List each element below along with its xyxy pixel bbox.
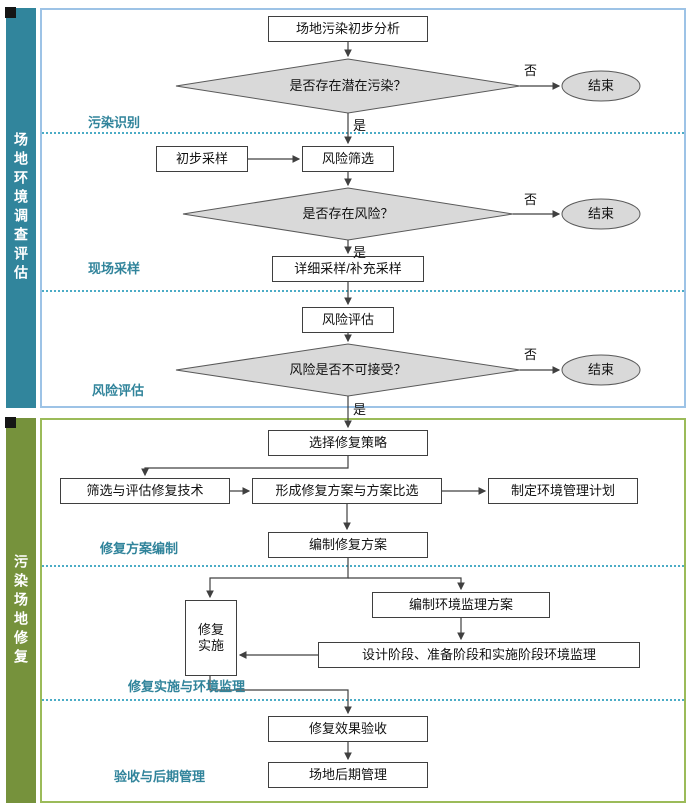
process-preliminary-sampling: 初步采样	[156, 146, 248, 172]
phase-label-site-sampling: 现场采样	[88, 261, 141, 276]
process-compile-plan: 编制修复方案	[268, 532, 428, 558]
phase-divider	[42, 132, 684, 134]
end-terminator-ellipse	[561, 354, 641, 386]
decision-label-risk-exist: 是否存在风险？	[302, 205, 394, 221]
process-risk-screening: 风险筛选	[302, 146, 394, 172]
stage-band-investigation: 场地环境调查评估	[6, 8, 36, 408]
end-terminator-ellipse	[561, 70, 641, 102]
process-stage-supervision: 设计阶段、准备阶段和实施阶段环境监理	[318, 642, 640, 668]
decision-label-potential-pollution: 是否存在潜在污染？	[289, 77, 407, 93]
process-effect-acceptance: 修复效果验收	[268, 716, 428, 742]
process-risk-assessment: 风险评估	[302, 307, 394, 333]
phase-label-implementation-supervision: 修复实施与环境监理	[128, 679, 246, 694]
end-terminator-label: 结束	[587, 77, 614, 93]
phase-label-pollution-identification: 污染识别	[88, 115, 141, 130]
stage-band-investigation-label: 场地环境调查评估	[13, 132, 29, 284]
process-preliminary-analysis: 场地污染初步分析	[268, 16, 428, 42]
edge-label-yes: 是	[353, 118, 367, 133]
process-post-management: 场地后期管理	[268, 762, 428, 788]
process-detailed-sampling: 详细采样/补充采样	[272, 256, 424, 282]
process-remediation-implementation: 修复 实施	[185, 600, 237, 676]
connector	[206, 558, 349, 599]
process-select-strategy: 选择修复策略	[268, 430, 428, 456]
decision-label-risk-unacceptable: 风险是否不可接受？	[289, 361, 407, 377]
process-supervision-plan: 编制环境监理方案	[372, 592, 550, 618]
process-screen-evaluate-tech: 筛选与评估修复技术	[60, 478, 230, 504]
edge-label-no: 否	[524, 192, 538, 207]
phase-divider	[42, 699, 684, 701]
phase-divider	[42, 290, 684, 292]
edge-label-yes: 是	[353, 402, 367, 417]
phase-label-plan-preparation: 修复方案编制	[100, 541, 179, 556]
stage-band-remediation: 污染场地修复	[6, 418, 36, 803]
corner-marker-top	[5, 7, 16, 18]
stage-band-remediation-label: 污染场地修复	[13, 553, 29, 668]
edge-label-yes: 是	[353, 245, 367, 260]
connector	[141, 456, 349, 477]
corner-marker-bottom	[5, 417, 16, 428]
connector	[348, 577, 465, 591]
edge-label-no: 否	[524, 347, 538, 362]
phase-divider	[42, 565, 684, 567]
edge-label-no: 否	[524, 63, 538, 78]
phase-label-acceptance-management: 验收与后期管理	[114, 769, 206, 784]
phase-label-risk-assessment: 风险评估	[92, 383, 145, 398]
end-terminator-label: 结束	[587, 205, 614, 221]
connector	[209, 676, 352, 715]
process-form-plan-comparison: 形成修复方案与方案比选	[252, 478, 442, 504]
end-terminator-label: 结束	[587, 361, 614, 377]
end-terminator-ellipse	[561, 198, 641, 230]
process-env-management-plan: 制定环境管理计划	[488, 478, 638, 504]
